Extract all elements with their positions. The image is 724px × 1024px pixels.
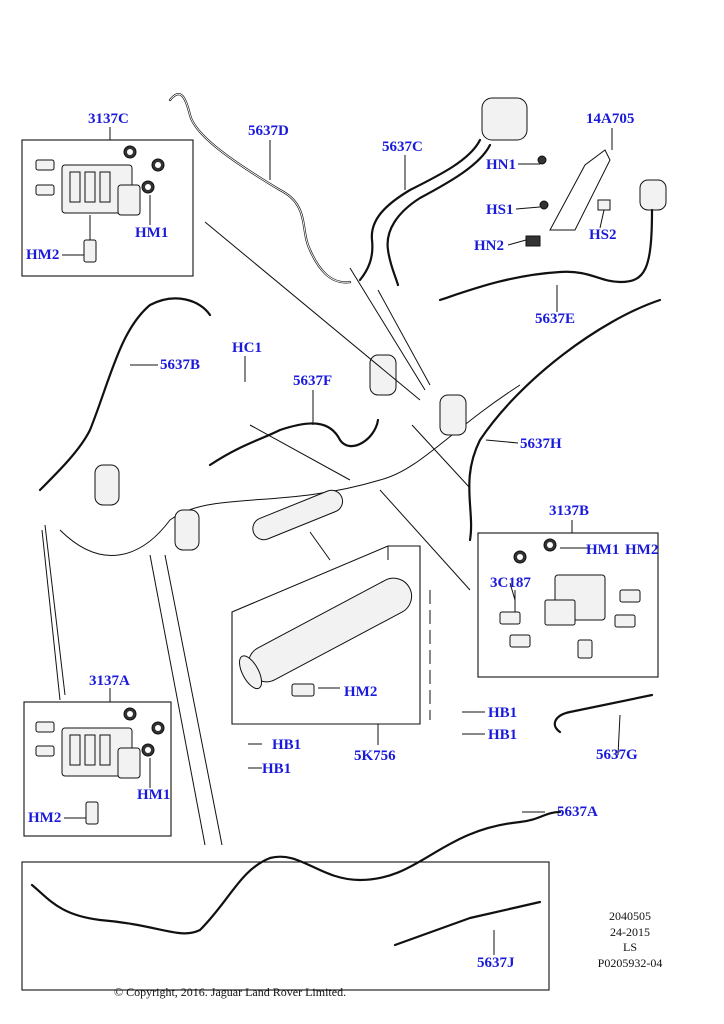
drawing-reference: 2040505 24-2015 LS P0205932-04 bbox=[592, 909, 668, 971]
callout-HM2-3137A: HM2 bbox=[28, 810, 62, 826]
valve-block-3137C bbox=[21, 127, 194, 277]
callout-5637G: 5637G bbox=[596, 747, 638, 763]
callout-HM2-5K756: HM2 bbox=[344, 684, 378, 700]
callout-HN2: HN2 bbox=[474, 238, 504, 254]
callout-HN1: HN1 bbox=[486, 157, 516, 173]
valve-block-3137A bbox=[23, 688, 172, 837]
callout-leaders bbox=[41, 128, 621, 955]
reference-line-4: P0205932-04 bbox=[597, 955, 663, 970]
callout-5637D: 5637D bbox=[248, 123, 289, 139]
callout-5637E: 5637E bbox=[535, 311, 576, 327]
callout-HS1: HS1 bbox=[486, 202, 514, 218]
callout-14A705: 14A705 bbox=[586, 111, 635, 127]
reference-line-2: 24-2015 bbox=[610, 924, 650, 939]
callout-HM1-3137B: HM1 bbox=[586, 542, 620, 558]
callout-5637A: 5637A bbox=[557, 804, 598, 820]
callout-HM1-3137A: HM1 bbox=[137, 787, 171, 803]
callout-5637C: 5637C bbox=[382, 139, 423, 155]
callout-3137C: 3137C bbox=[88, 111, 129, 127]
callout-HS2: HS2 bbox=[589, 227, 617, 243]
callout-HB1-3: HB1 bbox=[272, 737, 302, 753]
air-pipes bbox=[21, 93, 667, 991]
callout-5637J: 5637J bbox=[477, 955, 515, 971]
callout-5K756: 5K756 bbox=[354, 748, 396, 764]
callout-HB1-4: HB1 bbox=[262, 761, 292, 777]
callout-HM2-3137B: HM2 bbox=[625, 542, 659, 558]
callout-HB1-1: HB1 bbox=[488, 705, 518, 721]
callout-HM2-3137C: HM2 bbox=[26, 247, 60, 263]
callout-5637B: 5637B bbox=[160, 357, 201, 373]
reservoir-5K756 bbox=[231, 545, 431, 745]
valve-block-3137B bbox=[477, 520, 659, 678]
reference-line-3: LS bbox=[622, 940, 637, 955]
callout-HM1-3137C: HM1 bbox=[135, 225, 169, 241]
callout-3137A: 3137A bbox=[89, 673, 130, 689]
callout-HC1: HC1 bbox=[232, 340, 262, 356]
reference-line-1: 2040505 bbox=[609, 909, 651, 923]
callout-5637H: 5637H bbox=[520, 436, 562, 452]
copyright-notice: © Copyright, 2016. Jaguar Land Rover Lim… bbox=[114, 985, 347, 999]
callout-3137B: 3137B bbox=[549, 503, 590, 519]
callout-HB1-2: HB1 bbox=[488, 727, 518, 743]
callout-3C187: 3C187 bbox=[490, 575, 531, 591]
callout-5637F: 5637F bbox=[293, 373, 333, 389]
